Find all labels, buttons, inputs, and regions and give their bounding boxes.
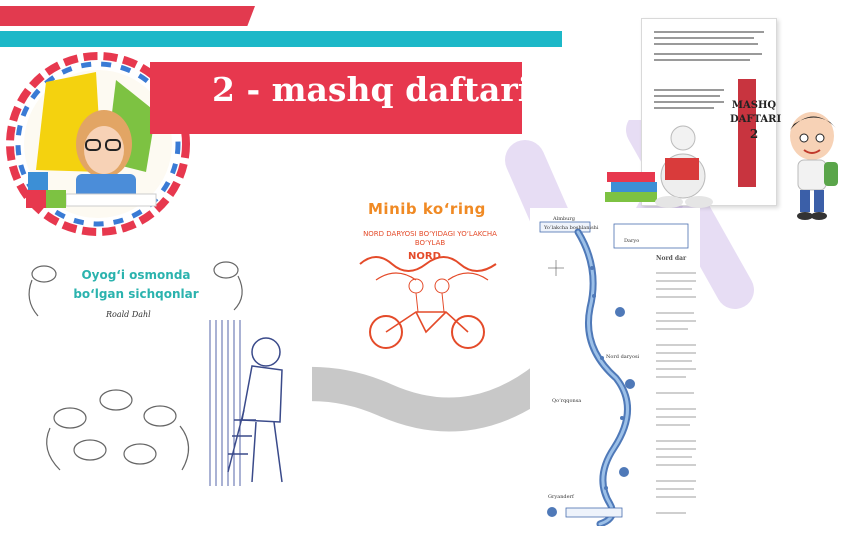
text-line — [656, 464, 696, 466]
story-author: Roald Dahl — [106, 310, 151, 319]
river-map — [539, 221, 689, 526]
girl-reading-illustration — [6, 52, 190, 236]
cover-title-line1: MASHQ — [731, 100, 777, 111]
title-banner — [150, 62, 522, 134]
cover-red-strip — [738, 79, 756, 187]
text-line — [656, 280, 696, 282]
map-label-end: Gryanderf — [548, 494, 574, 500]
text-line — [656, 296, 696, 298]
river-map-page — [530, 208, 700, 526]
reading-figure-illustration — [605, 125, 713, 208]
minib-nord-label: NORD — [408, 251, 441, 262]
text-line — [656, 368, 696, 370]
text-line — [656, 376, 686, 378]
text-line — [656, 360, 692, 362]
text-line — [656, 328, 688, 330]
top-teal-stripe — [0, 31, 562, 47]
map-legend-river: Daryo — [624, 238, 640, 244]
cover-title-line3: 2 — [749, 127, 759, 141]
text-line — [656, 344, 696, 346]
text-line — [656, 488, 694, 490]
story-title: Oyog‘i osmonda bo‘lgan sichqonlar — [66, 266, 206, 304]
text-line — [656, 480, 696, 482]
mice-and-old-man-illustration — [28, 261, 283, 486]
text-line — [656, 456, 692, 458]
text-line — [656, 440, 696, 442]
text-line — [656, 272, 696, 274]
text-line — [656, 496, 696, 498]
map-label-path: Yo‘lakcha boshlanishi — [544, 225, 599, 231]
map-label-place: Qo‘rqqonsa — [552, 398, 582, 404]
text-line — [656, 424, 690, 426]
cover-title: MASHQ DAFTARI 2 — [730, 99, 782, 141]
page-title: 2 - mashq daftari — [212, 70, 531, 109]
text-line — [656, 408, 696, 410]
text-line — [656, 512, 686, 514]
text-line — [656, 416, 696, 418]
minib-title: Minib ko‘ring — [368, 200, 486, 218]
story-title-line2: bo‘lgan sichqonlar — [73, 287, 199, 301]
story-title-line1: Oyog‘i osmonda — [81, 268, 191, 282]
tandem-bicycle-illustration — [359, 256, 497, 349]
text-line — [656, 448, 696, 450]
text-line — [656, 320, 696, 322]
text-line — [656, 392, 694, 394]
cartoon-boy-illustration — [790, 112, 838, 220]
map-label-start: Almburg — [553, 216, 575, 222]
map-column-heading: Nord dar — [656, 255, 687, 262]
top-red-stripe — [0, 6, 255, 26]
minib-subtitle: NORD DARYOSI BO‘YIDAGI YO‘LAKCHA BO‘YLAB — [363, 230, 497, 247]
text-line — [656, 288, 692, 290]
text-line — [656, 352, 696, 354]
cover-title-line2: DAFTARI — [730, 114, 782, 125]
text-line — [656, 312, 694, 314]
map-label-river: Nord daryosi — [606, 354, 640, 360]
